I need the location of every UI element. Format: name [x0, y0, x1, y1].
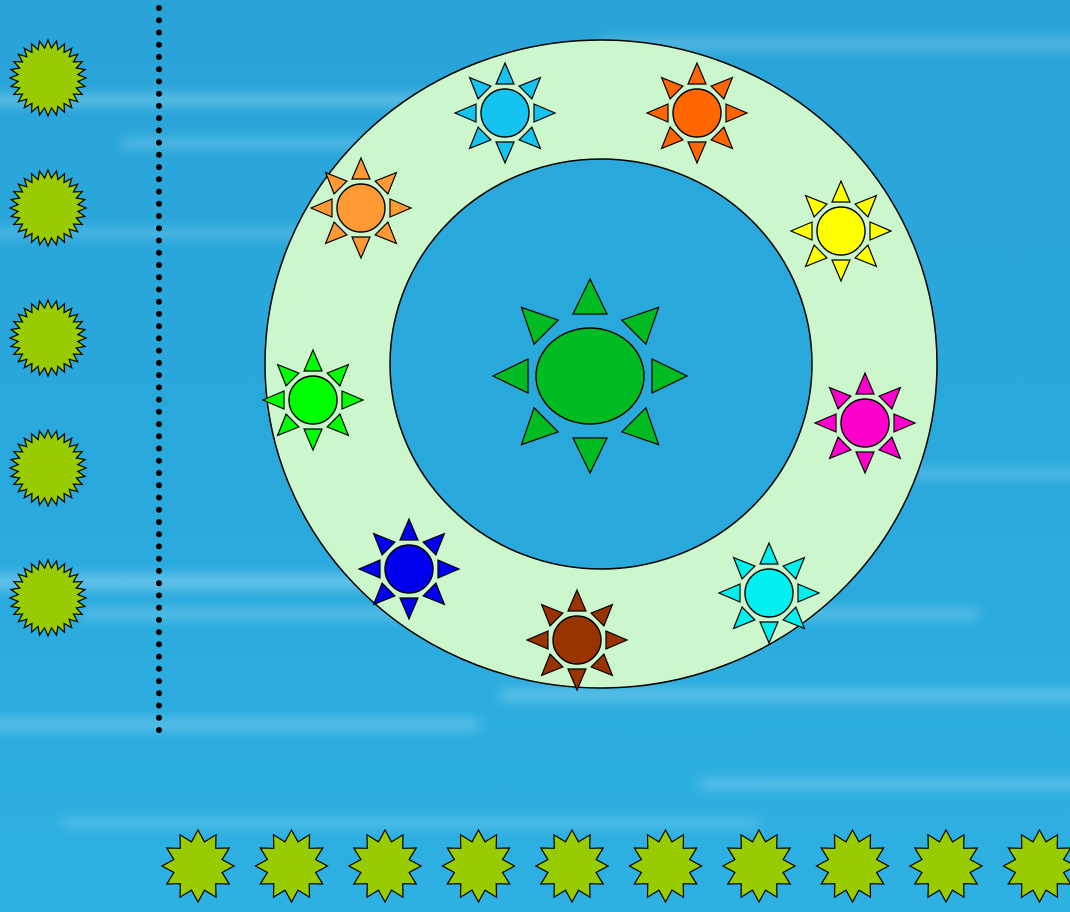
sun-disc	[337, 184, 385, 232]
divider-dot	[156, 421, 162, 427]
divider-dot	[156, 323, 162, 329]
divider-dot	[156, 140, 162, 146]
divider-dot	[156, 262, 162, 268]
divider-dot	[156, 335, 162, 341]
divider-dot	[156, 482, 162, 488]
divider-dot	[156, 458, 162, 464]
divider-dot	[156, 507, 162, 513]
sun-disc	[841, 399, 889, 447]
divider-dot	[156, 164, 162, 170]
divider-dot	[156, 703, 162, 709]
divider-dot	[156, 42, 162, 48]
sun-blue-icon	[359, 519, 459, 619]
divider-dot	[156, 678, 162, 684]
sun-light-blue-icon	[455, 63, 555, 163]
divider-dot	[156, 30, 162, 36]
divider-dot	[156, 127, 162, 133]
divider-dot	[156, 54, 162, 60]
divider-dot	[156, 78, 162, 84]
sun-disc	[385, 545, 433, 593]
divider-dot	[156, 274, 162, 280]
divider-dot	[156, 470, 162, 476]
divider-dot	[156, 225, 162, 231]
divider-dot	[156, 531, 162, 537]
divider-dot	[156, 348, 162, 354]
divider-dot	[156, 201, 162, 207]
sun-disc	[289, 376, 337, 424]
sun-disc	[745, 569, 793, 617]
divider-dot	[156, 66, 162, 72]
divider-dot	[156, 433, 162, 439]
sun-orange-icon	[311, 158, 411, 258]
divider-dot	[156, 176, 162, 182]
sun-disc	[481, 89, 529, 137]
divider-dot	[156, 641, 162, 647]
sun-orange-red-icon	[647, 63, 747, 163]
ring-diagram	[263, 40, 937, 690]
sun-icon	[493, 279, 687, 473]
divider-dot	[156, 287, 162, 293]
divider-dot	[156, 115, 162, 121]
center-sun-icon	[493, 279, 687, 473]
divider-dot	[156, 311, 162, 317]
divider-dot	[156, 360, 162, 366]
divider-dot	[156, 690, 162, 696]
divider-dot	[156, 372, 162, 378]
divider-dot	[156, 152, 162, 158]
divider-dot	[156, 17, 162, 23]
divider-dot	[156, 617, 162, 623]
divider-dot	[156, 446, 162, 452]
divider-dot	[156, 543, 162, 549]
cloud-streak	[60, 820, 760, 826]
divider-dot	[156, 189, 162, 195]
divider-dot	[156, 629, 162, 635]
divider-dot	[156, 409, 162, 415]
cloud-streak	[500, 690, 1070, 700]
divider-dot	[156, 556, 162, 562]
divider-dot	[156, 5, 162, 11]
divider-dot	[156, 397, 162, 403]
sun-magenta-icon	[815, 373, 915, 473]
divider-dot	[156, 495, 162, 501]
divider-dot	[156, 715, 162, 721]
divider-dot	[156, 213, 162, 219]
divider-dot	[156, 580, 162, 586]
sun-disc	[536, 328, 644, 424]
divider-dot	[156, 654, 162, 660]
divider-dot	[156, 103, 162, 109]
divider-dot	[156, 250, 162, 256]
divider-dot	[156, 727, 162, 733]
divider-dot	[156, 519, 162, 525]
sun-brown-icon	[527, 590, 627, 690]
sun-disc	[673, 89, 721, 137]
divider-dot	[156, 384, 162, 390]
divider-dot	[156, 238, 162, 244]
sun-yellow-icon	[791, 181, 891, 281]
divider-dot	[156, 568, 162, 574]
sun-green-icon	[263, 350, 363, 450]
divider-dot	[156, 592, 162, 598]
divider-dot	[156, 299, 162, 305]
divider-dot	[156, 666, 162, 672]
cloud-streak	[0, 720, 480, 729]
sun-cyan-icon	[719, 543, 819, 643]
cloud-streak	[700, 780, 1070, 788]
divider-dot	[156, 91, 162, 97]
sun-disc	[553, 616, 601, 664]
divider-dot	[156, 605, 162, 611]
sun-disc	[817, 207, 865, 255]
